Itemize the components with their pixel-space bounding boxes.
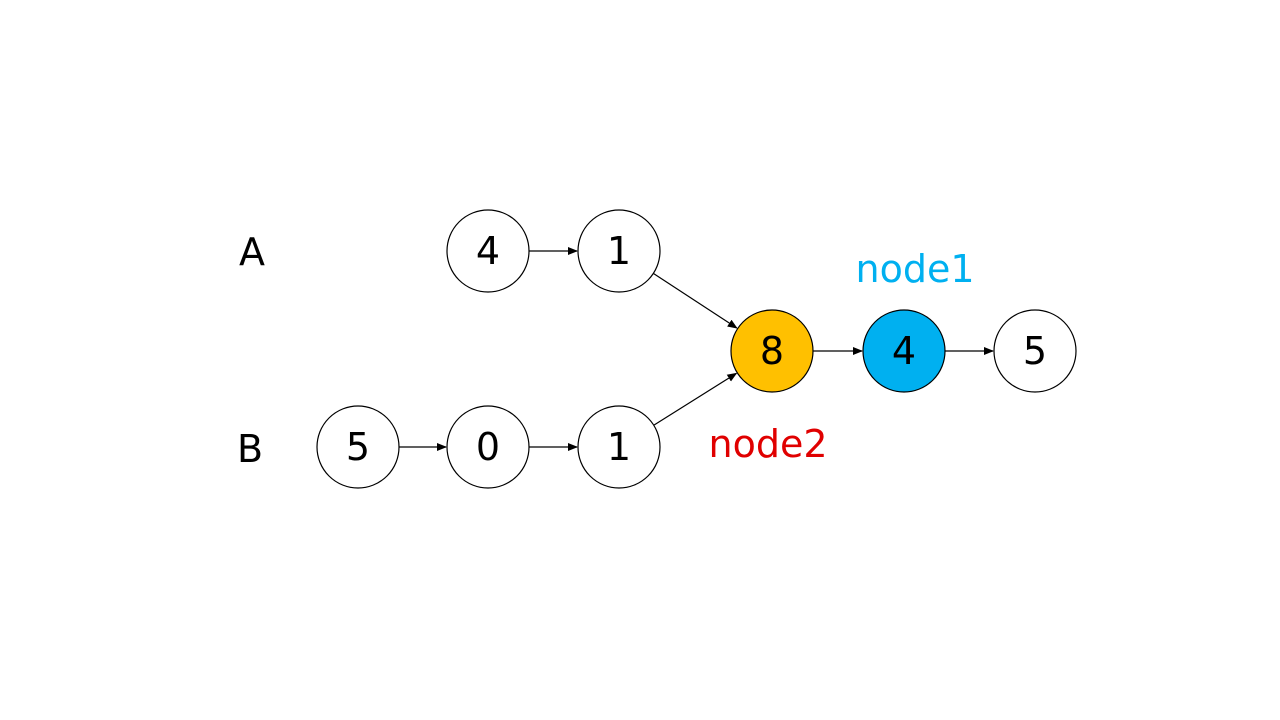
nodes: 4 1 5 0 1 8 4 5 (316, 209, 1077, 489)
node-value: 1 (607, 425, 631, 469)
list-node-c2: 4 (862, 309, 946, 393)
node-value: 8 (760, 329, 784, 373)
list-node-c1: 8 (730, 309, 814, 393)
list-node-b3: 1 (577, 405, 661, 489)
node-value: 4 (476, 229, 500, 273)
node-circle (577, 209, 661, 293)
list-label-a: A (239, 230, 265, 274)
list-label-b: B (237, 427, 263, 471)
node-circle (316, 405, 400, 489)
list-node-c3: 5 (993, 309, 1077, 393)
list-node-b1: 5 (316, 405, 400, 489)
node-circle (446, 405, 530, 489)
node-circle (730, 309, 814, 393)
node-circle (446, 209, 530, 293)
node-circle (862, 309, 946, 393)
node-value: 0 (476, 425, 500, 469)
pointer-label-node1: node1 (855, 247, 974, 291)
pointer-label-node2: node2 (708, 422, 827, 466)
node-value: 5 (1023, 329, 1047, 373)
list-node-b2: 0 (446, 405, 530, 489)
node-value: 1 (607, 229, 631, 273)
node-value: 5 (346, 425, 370, 469)
arrow-a2-to-c1 (652, 272, 738, 329)
edges (399, 247, 994, 451)
list-node-a2: 1 (577, 209, 661, 293)
node-circle (993, 309, 1077, 393)
node-circle (577, 405, 661, 489)
arrow-b3-to-c1 (653, 372, 738, 426)
list-node-a1: 4 (446, 209, 530, 293)
node-value: 4 (892, 329, 916, 373)
